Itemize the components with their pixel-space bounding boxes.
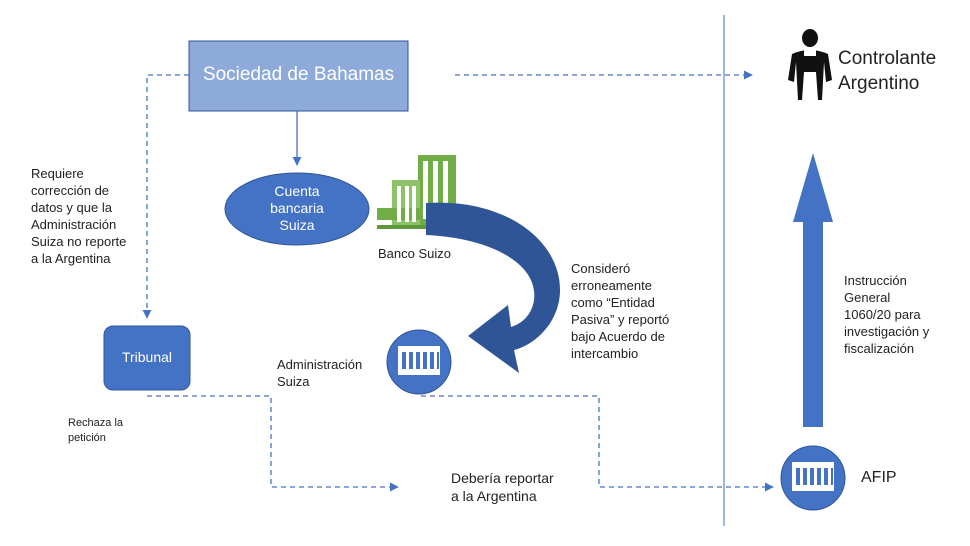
person-icon <box>788 29 832 100</box>
instruccion-annotation: Instrucción General 1060/20 para investi… <box>844 273 930 356</box>
rechaza-annotation: Rechaza la petición <box>68 417 124 444</box>
controlante-label: Controlante Argentino <box>838 48 937 94</box>
requiere-annotation: Requiere corrección de datos y que la Ad… <box>31 166 127 266</box>
arrow-afip-to-controlante <box>793 153 833 427</box>
tribunal-box <box>103 325 191 391</box>
afip-label: AFIP <box>861 469 897 486</box>
tribunal-label: Tribunal <box>121 349 173 365</box>
cuenta-ellipse <box>224 172 370 246</box>
sociedad-label: Sociedad de Bahamas <box>202 64 395 85</box>
afip-building-icon <box>780 445 846 511</box>
considero-annotation: Consideró erroneamente como “Entidad Pas… <box>571 261 670 361</box>
administracion-label: Administración Suiza <box>277 357 363 389</box>
deberia-annotation: Debería reportar a la Argentina <box>451 470 554 504</box>
curved-arrow-banco-to-administracion <box>426 202 560 373</box>
cuenta-label: Cuenta bancaria Suiza <box>270 183 324 233</box>
sociedad-box <box>188 40 409 112</box>
banco-suizo-label: Banco Suizo <box>378 246 451 261</box>
arrow-tribunal-to-deberia <box>147 395 399 492</box>
bank-building-icon <box>377 155 459 229</box>
arrow-sociedad-to-tribunal <box>142 74 189 319</box>
administracion-building-icon <box>386 329 452 395</box>
arrow-administracion-to-afip <box>421 395 774 492</box>
